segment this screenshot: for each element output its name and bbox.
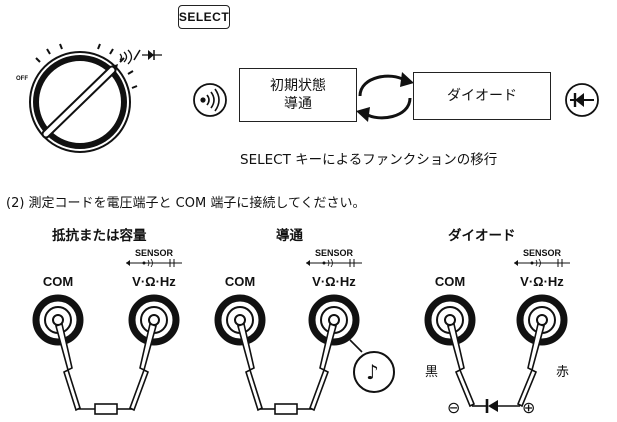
probe-icon [237, 322, 337, 412]
resistor-icon [94, 403, 118, 415]
volt-ohm-hz-label: V·Ω·Hz [132, 274, 176, 289]
connection-diagram [0, 290, 617, 415]
figure-caption: SELECT キーによるファンクションの移行 [240, 152, 498, 168]
probe-icon [55, 322, 157, 412]
continuity-label: 導通 [284, 96, 312, 112]
com-label: COM [42, 274, 74, 289]
continuity-icon [193, 83, 227, 117]
initial-state-label: 初期状態 [270, 78, 326, 94]
sensor-label: SENSOR [314, 248, 353, 258]
resistor-icon [274, 403, 298, 415]
note-glyph: ♪ [366, 360, 379, 384]
state-initial-continuity: 初期状態 導通 [239, 68, 357, 122]
volt-ohm-hz-label: V·Ω·Hz [520, 274, 564, 289]
com-label: COM [434, 274, 466, 289]
minus-label: ⊖ [447, 398, 461, 417]
red-label: 赤 [556, 365, 570, 380]
step-2-instruction: (2) 測定コードを電圧端子と COM 端子に接続してください。 [6, 196, 366, 211]
sensor-symbols-icon [514, 259, 570, 267]
dial-off-label: OFF [16, 76, 28, 82]
sensor-label: SENSOR [522, 248, 561, 258]
diode-icon [565, 83, 599, 117]
panel-heading-resistance: 抵抗または容量 [52, 228, 147, 244]
state-diode: ダイオード [413, 72, 551, 120]
black-label: 黒 [425, 365, 439, 380]
diode-label: ダイオード [447, 88, 517, 104]
volt-ohm-hz-label: V·Ω·Hz [312, 274, 356, 289]
sensor-symbols-icon [126, 259, 182, 267]
select-key[interactable]: SELECT [178, 5, 230, 29]
diode-component-icon [485, 399, 498, 413]
sensor-label: SENSOR [134, 248, 173, 258]
probe-icon [447, 322, 545, 408]
panel-heading-continuity: 導通 [276, 228, 303, 244]
beeper-note-icon [353, 351, 395, 393]
rotary-dial-icon [29, 43, 162, 153]
plus-label: ⊕ [522, 398, 536, 417]
panel-heading-diode: ダイオード [448, 228, 516, 244]
sensor-symbols-icon [306, 259, 362, 267]
com-label: COM [224, 274, 256, 289]
cycle-arrows-icon [356, 72, 414, 122]
